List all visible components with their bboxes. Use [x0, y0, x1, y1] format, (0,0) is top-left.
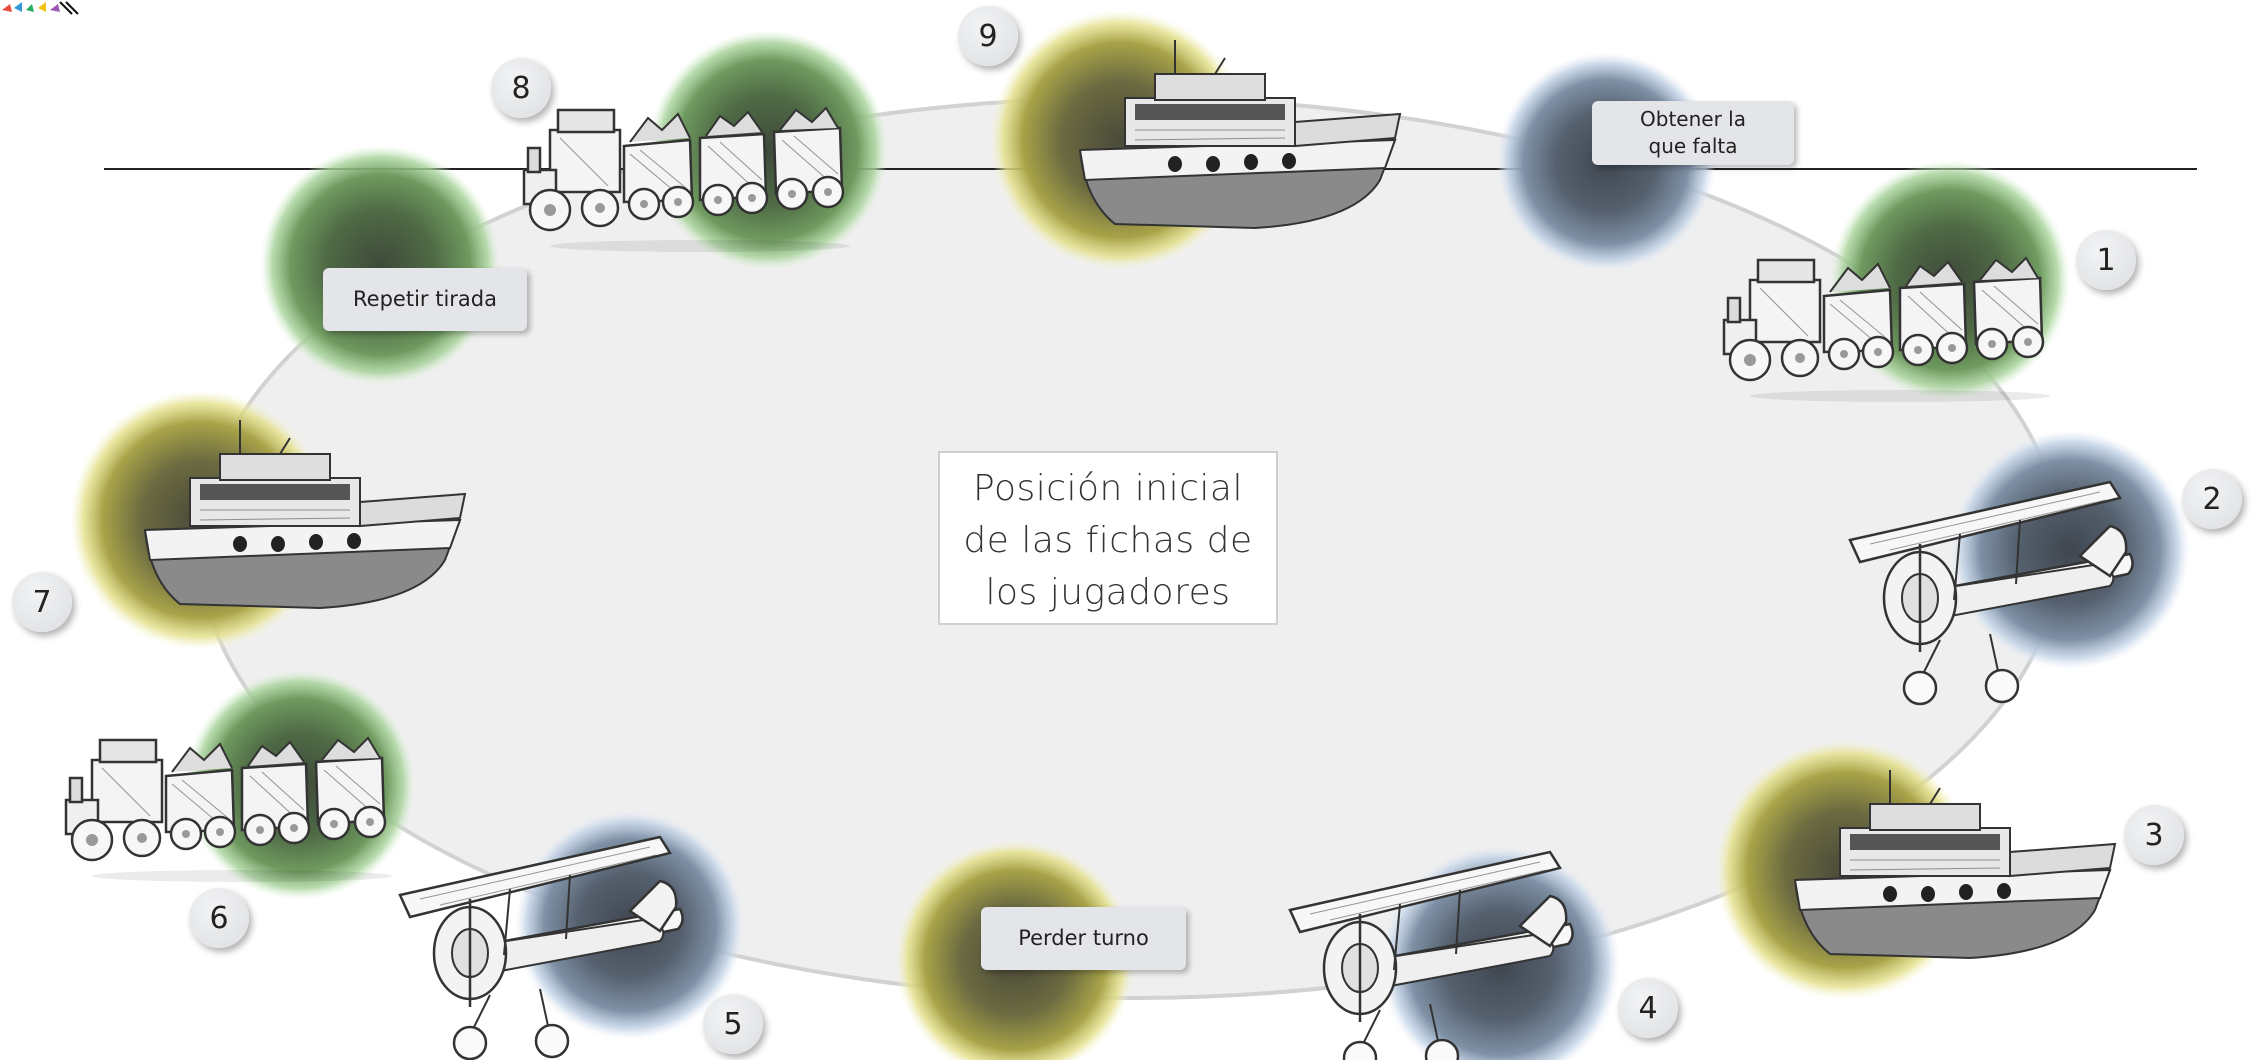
board-space-repetir[interactable] [260, 145, 500, 385]
board-title-line: de las fichas de [963, 520, 1253, 561]
board-title: Posición inicial de las fichas de los ju… [938, 451, 1278, 625]
obtener-label-line: que falta [1648, 134, 1738, 158]
player-number-badge-2: 2 [2182, 469, 2242, 529]
player-number-badge-7: 7 [12, 572, 72, 632]
player-number-badge-8: 8 [491, 58, 551, 118]
repetir-tirada-text: Repetir tirada [353, 287, 497, 312]
board-title-line: los jugadores [985, 572, 1231, 613]
obtener-label[interactable]: Obtener la que falta [1592, 101, 1794, 165]
board-space-2[interactable] [1950, 430, 2190, 670]
player-number-badge-3: 3 [2124, 805, 2184, 865]
perder-turno-label[interactable]: Perder turno [981, 907, 1186, 970]
perder-turno-text: Perder turno [1018, 926, 1149, 951]
repetir-tirada-label[interactable]: Repetir tirada [323, 268, 527, 331]
colorful-logo-icon [2, 1, 79, 15]
player-number-badge-6: 6 [189, 888, 249, 948]
player-number-badge-4: 4 [1618, 978, 1678, 1038]
player-number-badge-9: 9 [958, 6, 1018, 66]
player-number-badge-1: 1 [2076, 230, 2136, 290]
player-number-badge-5: 5 [703, 994, 763, 1054]
board-title-line: Posición inicial [973, 468, 1243, 509]
obtener-label-line: Obtener la [1640, 107, 1746, 131]
